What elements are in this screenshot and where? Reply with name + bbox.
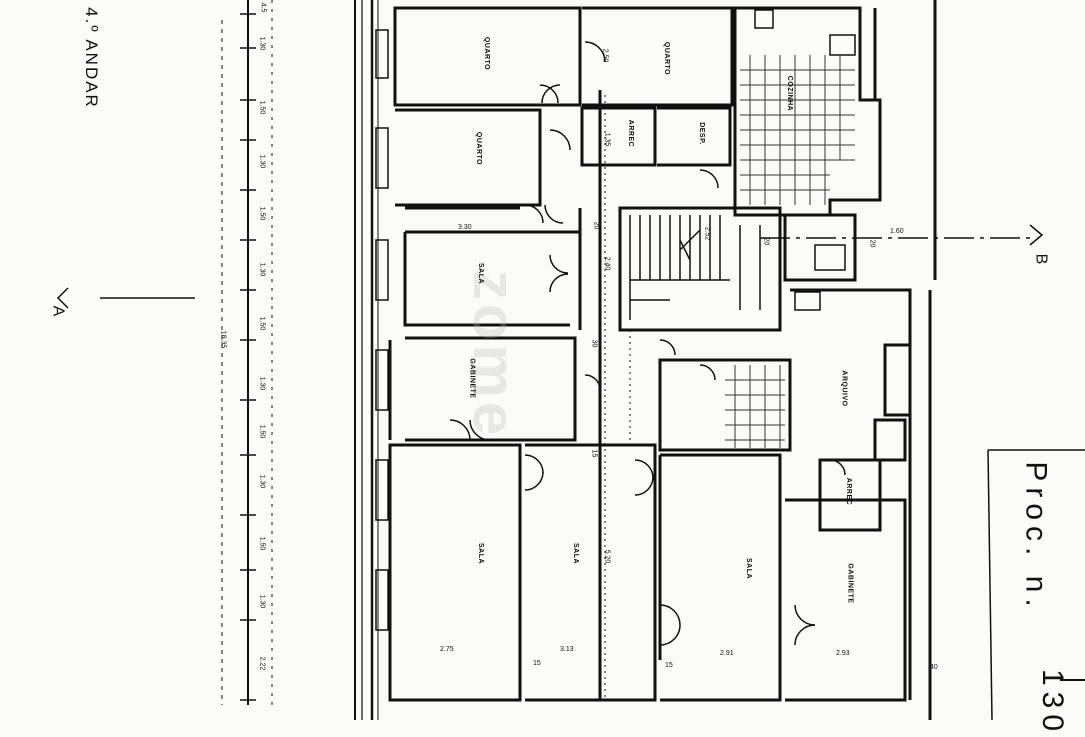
dim-9: 1.30	[258, 474, 266, 489]
dim-quarto-250: 2.50	[601, 48, 609, 63]
dim-2: 1.50	[258, 100, 266, 115]
watermark: zome	[461, 269, 529, 440]
dimension-tick-marks	[604, 95, 631, 700]
dim-b-20: 20	[868, 239, 876, 248]
dim-1: 1.30	[258, 36, 266, 51]
dimension-line-left	[221, 0, 273, 705]
dim-bottom-3: 2.91	[720, 650, 734, 657]
dim-8: 1.50	[258, 424, 266, 439]
room-label-arrec-1: ARREC	[627, 119, 635, 148]
room-label-quarto-1: QUARTO	[483, 36, 491, 71]
staircase	[629, 215, 761, 320]
dim-stair-20: 20	[592, 221, 600, 230]
dim-bottom-6: 15	[533, 660, 541, 667]
dim-6: 1.50	[258, 316, 266, 331]
dim-arrec-135: 1.35	[603, 132, 611, 147]
section-mark-b: B	[1032, 253, 1050, 265]
room-label-arquivo: ARQUIVO	[840, 370, 848, 407]
dim-bottom-1: 2.75	[440, 646, 454, 653]
room-label-quarto-2: QUARTO	[663, 41, 671, 76]
floor-label: 4.º ANDAR	[81, 7, 101, 109]
dim-7: 1.30	[258, 376, 266, 391]
kitchen-tiles	[740, 55, 855, 205]
dim-sala-330: 3.30	[458, 224, 472, 231]
dim-bottom-4: 2.93	[836, 650, 850, 657]
room-label-desp: DESP.	[697, 122, 705, 145]
room-label-gabinete-2: GABINETE	[846, 563, 854, 604]
section-line-b	[760, 224, 1044, 246]
dim-bottom-5: 40	[930, 664, 938, 671]
dim-11: 1.30	[258, 594, 266, 609]
bath-tiles	[725, 365, 785, 448]
kitchen-fixtures	[754, 9, 856, 311]
dim-bottom-2: 3.13	[560, 646, 574, 653]
stamp-proc-text: Proc. n.	[1019, 461, 1053, 613]
dim-gab-30: 30	[590, 339, 598, 348]
room-label-sala-3: SALA	[572, 542, 580, 565]
dim-3: 1.30	[258, 154, 266, 169]
dim-4: 1.50	[258, 206, 266, 221]
stamp-frame	[987, 449, 1085, 720]
dim-12: 2.22	[258, 656, 266, 671]
dim-b-160: 1.60	[890, 228, 904, 235]
facade-wall	[354, 0, 389, 720]
stamp-proc-number: 130	[1036, 668, 1070, 737]
dim-stair-20b: 20	[762, 237, 770, 246]
room-label-arrec-2: ARREC	[845, 477, 853, 506]
room-label-quarto-3: QUARTO	[475, 131, 483, 166]
floor-plan-drawing	[56, 0, 1085, 720]
room-label-sala-2: SALA	[477, 542, 485, 565]
section-mark-a: A	[49, 305, 67, 317]
door-swings	[449, 41, 846, 646]
dim-total: 18.35	[219, 330, 227, 349]
dim-left-top: 4.5	[259, 2, 267, 13]
dim-s-520: 5.20	[603, 549, 611, 564]
room-label-gabinete-1: GABINETE	[468, 358, 476, 399]
room-label-cozinha: COZINHA	[786, 75, 794, 112]
dim-stair-252: 2.52	[703, 226, 711, 241]
dim-5: 1.30	[258, 262, 266, 277]
dim-stair-240: 2.40	[603, 256, 611, 271]
room-label-sala-1: SALA	[477, 262, 485, 285]
dim-s-15: 15	[590, 449, 598, 458]
dim-10: 1.50	[258, 536, 266, 551]
section-line-a	[56, 287, 195, 309]
dim-bottom-7: 15	[665, 662, 673, 669]
room-label-sala-4: SALA	[745, 557, 753, 580]
